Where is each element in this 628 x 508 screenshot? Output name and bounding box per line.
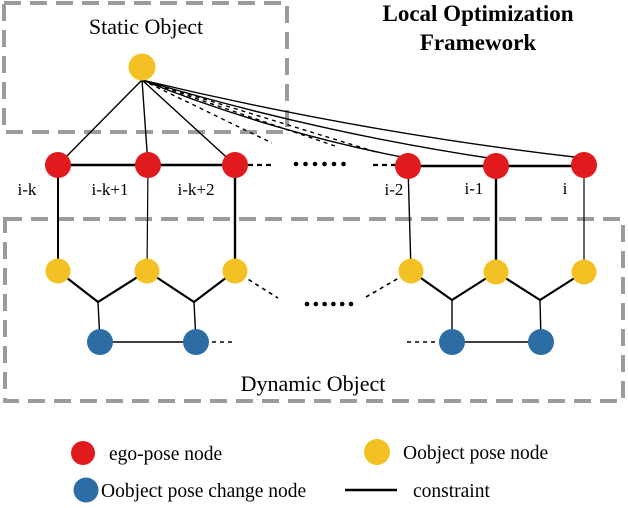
ego-to-object-constraint-edges: [57, 164, 585, 272]
dynamic-object-label: Dynamic Object: [241, 371, 386, 396]
ego-label: i: [563, 179, 568, 198]
static-object-pose-node: [128, 53, 156, 81]
object-pose-node: [222, 258, 248, 284]
ego-label: i-k: [18, 180, 37, 199]
ego-pose-node: [483, 153, 509, 179]
object-pose-node: [398, 258, 424, 284]
figure-title-line2: Framework: [420, 30, 536, 55]
object-pose-change-nodes: [87, 329, 554, 355]
ego-label: i-1: [465, 179, 484, 198]
legend-object-pose-label: Oobject pose node: [403, 443, 548, 464]
static-object-label: Static Object: [89, 14, 203, 39]
ego-pose-node: [222, 152, 248, 178]
object-pose-change-node: [439, 329, 465, 355]
legend-ego-pose-label: ego-pose node: [109, 444, 222, 465]
legend-object-pose-change-icon: [73, 477, 99, 503]
ego-node-labels: i-k i-k+1 i-k+2 i-2 i-1 i: [18, 179, 568, 199]
legend-ego-pose-icon: [71, 441, 95, 465]
object-pose-change-node: [528, 329, 554, 355]
object-pose-node: [134, 258, 160, 284]
ego-pose-node: [571, 152, 597, 178]
object-pose-change-node: [87, 329, 113, 355]
ego-pose-node: [45, 152, 71, 178]
figure-title-line1: Local Optimization: [382, 1, 573, 26]
ego-label: i-2: [385, 180, 404, 199]
object-pose-node: [45, 258, 71, 284]
object-pose-change-node: [183, 329, 209, 355]
legend-constraint-label: constraint: [413, 481, 490, 502]
dynamic-object-box: [3, 217, 625, 403]
ego-label: i-k+2: [178, 180, 215, 199]
ego-row-ellipsis: [293, 161, 346, 167]
object-pose-node: [571, 259, 597, 285]
object-pose-nodes: [45, 258, 597, 285]
ego-label: i-k+1: [92, 180, 129, 199]
object-pose-node: [483, 259, 509, 285]
static-to-ego-constraint-edges: [57, 79, 584, 166]
legend: ego-pose node Oobject pose node Oobject …: [71, 439, 548, 503]
ego-pose-node: [135, 152, 161, 178]
legend-object-pose-icon: [364, 439, 390, 465]
dynamic-row-ellipsis: [304, 301, 354, 307]
legend-object-pose-change-label: Oobject pose change node: [101, 481, 306, 502]
ego-pose-node: [395, 153, 421, 179]
ego-pose-nodes: [45, 152, 597, 179]
